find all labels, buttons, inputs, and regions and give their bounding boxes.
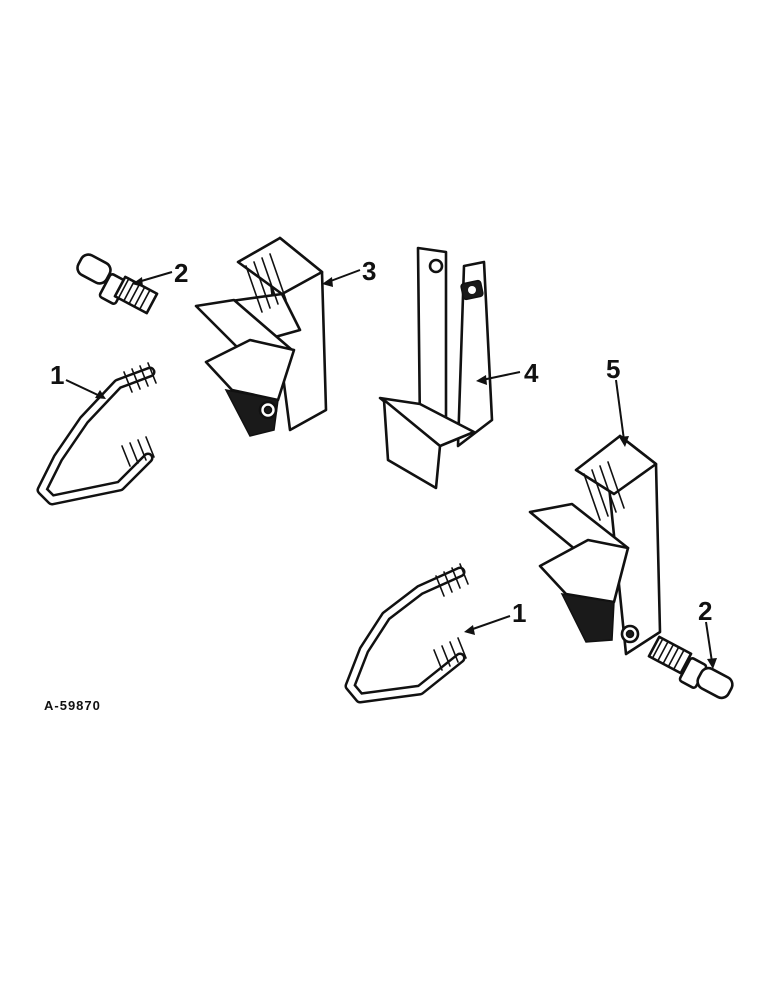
bracket-hatching — [245, 253, 287, 313]
leader-lines — [65, 269, 717, 669]
figure-id: A-59870 — [44, 698, 101, 713]
u-bolt-thread-top — [123, 362, 157, 393]
u-bolt-thread-bottom — [433, 637, 467, 671]
part-3-bracket — [194, 236, 328, 437]
bracket-hatching — [583, 461, 625, 521]
callout-5: 5 — [606, 354, 620, 384]
part-1-u-bolt-right — [344, 563, 469, 704]
part-2-stud-left — [76, 253, 159, 315]
u-bolt-thread-top — [435, 563, 469, 597]
callout-2-right: 2 — [698, 596, 712, 626]
callout-4: 4 — [524, 358, 539, 388]
callout-2-left: 2 — [174, 258, 188, 288]
part-1-u-bolt-left — [36, 362, 157, 506]
part-2-stud-right — [647, 635, 734, 700]
u-bolt-thread-bottom — [121, 436, 155, 467]
part-4-arm — [378, 246, 494, 490]
callout-1-right: 1 — [512, 598, 526, 628]
callout-3: 3 — [362, 256, 376, 286]
callout-1-left: 1 — [50, 360, 64, 390]
part-5-bracket — [528, 434, 662, 656]
